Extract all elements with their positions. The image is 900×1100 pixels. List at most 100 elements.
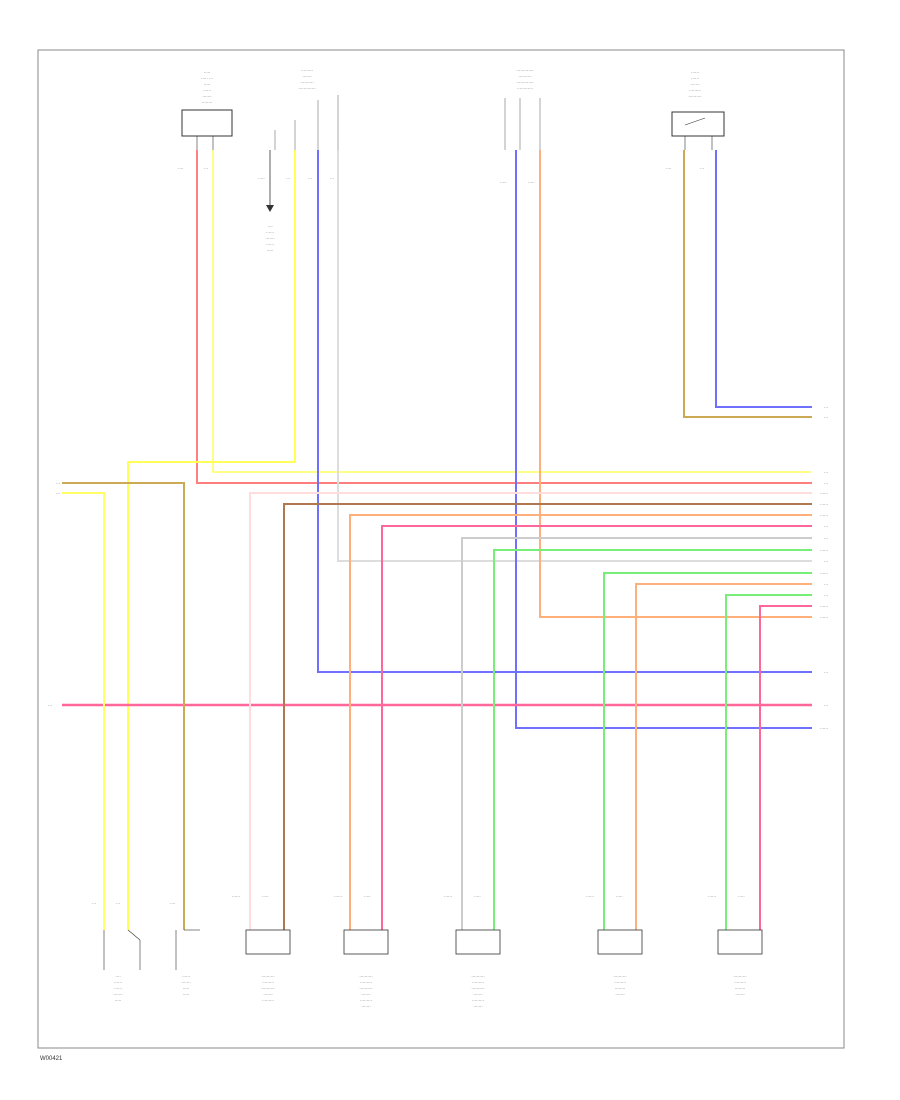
svg-text:······: ······ bbox=[691, 76, 699, 81]
bottom-component-3: ······ ····· ·········· ········· ······… bbox=[232, 894, 291, 1003]
svg-text:·········: ········· bbox=[360, 998, 372, 1003]
svg-text:·····: ····· bbox=[528, 180, 535, 185]
svg-text:···: ··· bbox=[286, 176, 290, 181]
svg-text:·········: ········· bbox=[262, 998, 274, 1003]
wire-green bbox=[493, 549, 812, 930]
wire-left-1 bbox=[62, 482, 185, 930]
svg-text:·············: ············· bbox=[516, 68, 533, 73]
svg-text:·······: ······· bbox=[735, 992, 744, 997]
svg-text:······: ······ bbox=[334, 894, 342, 899]
svg-text:·····: ····· bbox=[474, 894, 481, 899]
svg-text:··········: ·········· bbox=[471, 986, 484, 991]
svg-text:·····: ····· bbox=[267, 248, 274, 253]
svg-text:······: ······ bbox=[820, 502, 828, 507]
svg-text:······: ······ bbox=[820, 604, 828, 609]
svg-text:······: ······ bbox=[266, 230, 274, 235]
svg-text:···: ··· bbox=[824, 481, 828, 486]
svg-text:·······: ······· bbox=[302, 74, 311, 79]
svg-text:······: ······ bbox=[444, 894, 452, 899]
svg-text:··········: ·········· bbox=[261, 986, 274, 991]
diagram-frame bbox=[37, 49, 845, 1049]
svg-text:····: ···· bbox=[115, 974, 120, 979]
svg-text:·········: ········· bbox=[301, 68, 313, 73]
svg-text:······: ······ bbox=[820, 726, 828, 731]
right-terminals: ··· ··· ··· ··· ······ ······ ······ ···… bbox=[48, 405, 828, 731]
svg-text:······: ······ bbox=[820, 571, 828, 576]
svg-text:·····: ····· bbox=[364, 894, 371, 899]
svg-text:·······: ······· bbox=[265, 236, 274, 241]
svg-text:··········: ·········· bbox=[359, 974, 372, 979]
wires bbox=[62, 150, 812, 930]
bottom-component-6: ······ ····· ·········· ········· ······… bbox=[586, 894, 643, 997]
svg-text:·············: ············· bbox=[298, 86, 315, 91]
svg-text:···: ··· bbox=[824, 415, 828, 420]
svg-text:·······: ······· bbox=[361, 1004, 370, 1009]
svg-text:···: ··· bbox=[824, 536, 828, 541]
svg-text:······: ······ bbox=[203, 88, 211, 93]
svg-text:····: ···· bbox=[170, 901, 175, 906]
svg-text:·············: ············· bbox=[516, 80, 533, 85]
svg-text:·······: ······· bbox=[615, 992, 624, 997]
wire-green-3 bbox=[725, 594, 812, 930]
svg-text:···: ··· bbox=[824, 593, 828, 598]
svg-text:···: ··· bbox=[204, 166, 208, 171]
svg-text:·····: ····· bbox=[258, 176, 265, 181]
svg-text:···: ··· bbox=[824, 470, 828, 475]
wire-yellow-2 bbox=[127, 150, 296, 930]
svg-text:······: ······ bbox=[820, 491, 828, 496]
svg-text:·········: ········· bbox=[689, 88, 701, 93]
svg-text:·····: ····· bbox=[738, 894, 745, 899]
svg-text:·····: ····· bbox=[262, 894, 269, 899]
svg-text:······: ······ bbox=[820, 615, 828, 620]
svg-text:·········: ········· bbox=[472, 980, 484, 985]
wire-brown bbox=[283, 503, 812, 930]
wire-pink-4 bbox=[249, 492, 812, 930]
wire-blue-3 bbox=[715, 150, 812, 408]
svg-text:······: ······ bbox=[820, 548, 828, 553]
svg-text:······: ······ bbox=[708, 894, 716, 899]
svg-text:··········: ·········· bbox=[359, 986, 372, 991]
sensor-icon bbox=[245, 929, 291, 955]
svg-text:·········: ········· bbox=[614, 980, 626, 985]
wire-tan bbox=[683, 150, 812, 418]
svg-text:··········: ·········· bbox=[613, 974, 626, 979]
svg-text:···: ··· bbox=[824, 582, 828, 587]
svg-text:······: ······ bbox=[820, 513, 828, 518]
sensor-icon bbox=[343, 929, 389, 955]
wire-gray bbox=[337, 150, 812, 562]
sensor-icon bbox=[717, 929, 763, 955]
switch-icon bbox=[671, 111, 725, 137]
svg-text:·······: ······· bbox=[690, 82, 699, 87]
svg-text:··········: ·········· bbox=[300, 80, 313, 85]
svg-text:···: ··· bbox=[48, 703, 52, 708]
svg-text:···: ··· bbox=[824, 524, 828, 529]
wire-red bbox=[196, 150, 812, 484]
svg-text:········: ········ bbox=[735, 986, 746, 991]
svg-text:·······: ······· bbox=[263, 992, 272, 997]
wire-orange-2 bbox=[349, 514, 812, 930]
svg-text:············: ············ bbox=[517, 86, 533, 91]
relay-icon bbox=[181, 109, 233, 137]
svg-text:·········: ········· bbox=[360, 980, 372, 985]
svg-text:···: ··· bbox=[56, 481, 60, 486]
svg-text:···: ··· bbox=[824, 703, 828, 708]
svg-text:·····: ····· bbox=[204, 82, 211, 87]
svg-text:··········: ·········· bbox=[518, 74, 531, 79]
svg-text:····: ···· bbox=[178, 166, 183, 171]
ground-icon bbox=[266, 150, 274, 212]
top-component-4: ······ ······ ······· ········· ········… bbox=[666, 70, 725, 171]
bottom-component-7: ······ ····· ·········· ········· ······… bbox=[708, 894, 763, 997]
wire-orange-3 bbox=[635, 583, 812, 930]
svg-text:··········: ·········· bbox=[733, 974, 746, 979]
wire-blue bbox=[317, 150, 812, 673]
svg-text:····· ···: ····· ··· bbox=[201, 76, 213, 81]
svg-text:·····: ····· bbox=[183, 986, 190, 991]
wire-gray-2 bbox=[461, 537, 812, 930]
svg-text:········: ········ bbox=[202, 100, 213, 105]
svg-text:····: ···· bbox=[267, 224, 272, 229]
svg-text:····: ···· bbox=[666, 166, 671, 171]
svg-text:···: ··· bbox=[824, 670, 828, 675]
top-component-2: ········· ······· ·········· ···········… bbox=[258, 68, 339, 253]
svg-text:········: ········ bbox=[615, 986, 626, 991]
svg-text:···: ··· bbox=[824, 559, 828, 564]
